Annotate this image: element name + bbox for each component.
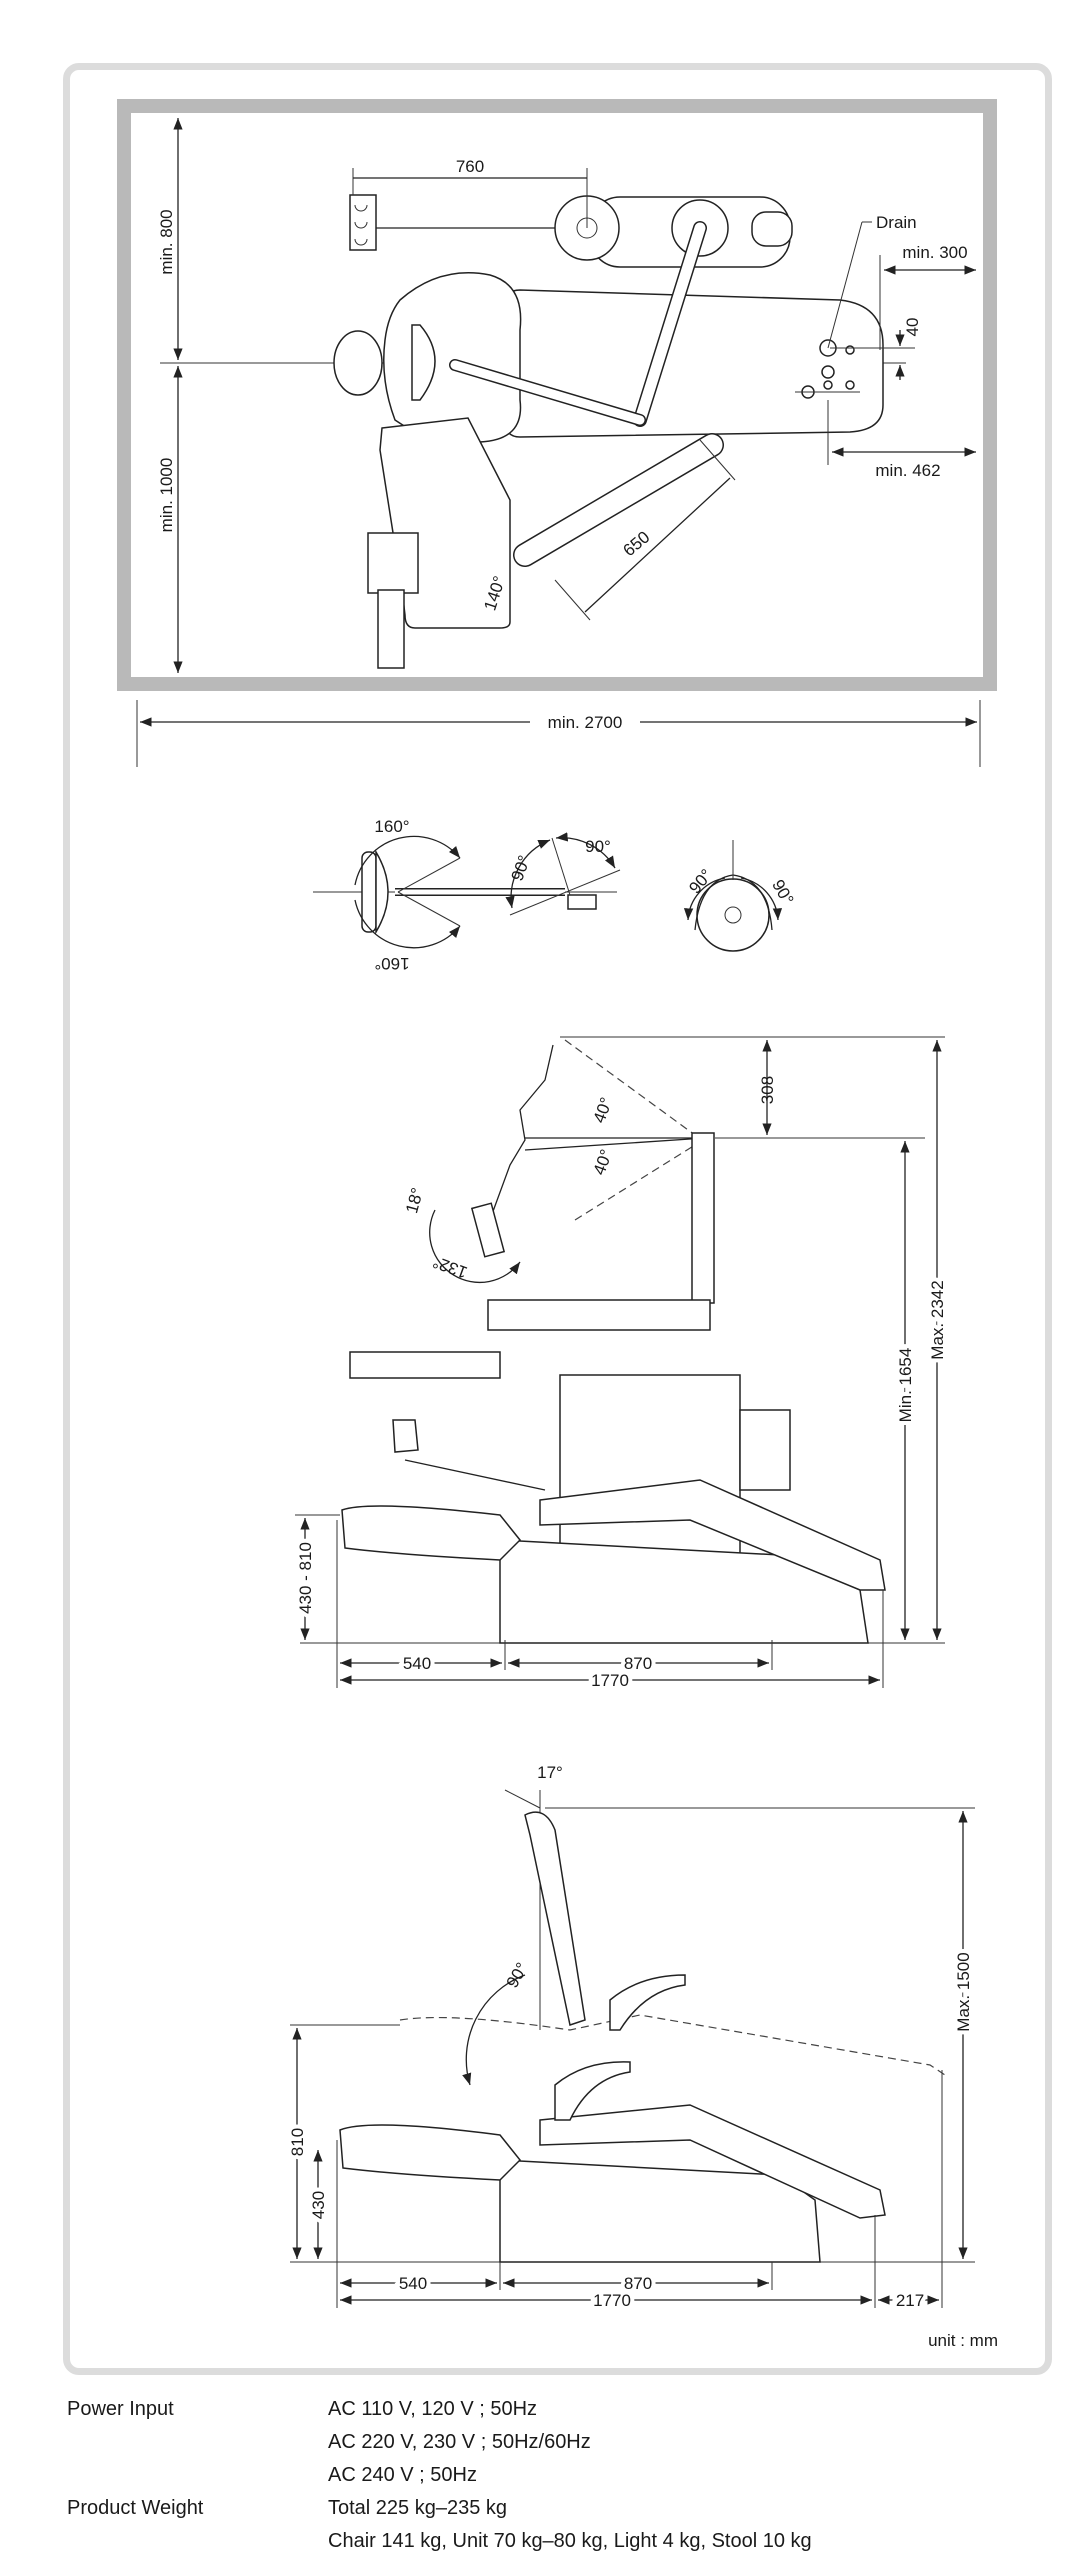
dim-max-2342: Max. 2342 — [928, 1280, 947, 1359]
angle-40-up: 40° — [590, 1095, 617, 1126]
diagram-card — [63, 63, 1052, 2375]
backrest — [539, 1479, 886, 1591]
plan-view: min. 800 min. 1000 760 Drain min. 300 40… — [117, 99, 997, 767]
spec-value: AC 220 V, 230 V ; 50Hz/60Hz — [328, 2431, 591, 2453]
dim-max-1500: Max. 1500 — [954, 1952, 973, 2031]
side-view-unit: 308 Min. 1654 Max. 2342 430 - 810 40° 40… — [292, 1036, 951, 1694]
spec-row-weight-cont: Chair 141 kg, Unit 70 kg–80 kg, Light 4 … — [67, 2525, 812, 2558]
unit-body — [559, 1374, 741, 1566]
angle-160-bottom: 160° — [374, 954, 409, 973]
dim-540: 540 — [403, 1654, 431, 1673]
angle-160-top: 160° — [374, 817, 409, 836]
spec-label: Product Weight — [67, 2497, 204, 2519]
chair-base — [499, 2159, 821, 2263]
drain-label: Drain — [876, 213, 917, 232]
angle-90: 90° — [503, 1959, 532, 1991]
dim-430-810: 430 - 810 — [296, 1542, 315, 1614]
room-frame — [117, 99, 997, 691]
angle-90-arm-left: 90° — [508, 853, 535, 884]
spec-value: AC 110 V, 120 V ; 50Hz — [328, 2398, 538, 2420]
dim-1770: 1770 — [593, 2291, 631, 2310]
assistant-holder — [377, 589, 405, 669]
instrument-tray — [349, 1351, 501, 1379]
light-arm — [487, 1044, 554, 1226]
dim-min-2700: min. 2700 — [548, 713, 623, 732]
instrument-holder — [349, 194, 377, 251]
light-pillar — [691, 1132, 715, 1304]
cuspidor — [739, 1409, 791, 1491]
spec-row-weight: Product Weight Total 225 kg–235 kg — [67, 2492, 812, 2525]
spec-label: Power Input — [67, 2398, 174, 2420]
drain-points — [795, 339, 860, 399]
angle-17: 17° — [537, 1763, 563, 1782]
backrest-reclined — [539, 2104, 886, 2219]
spec-value: Chair 141 kg, Unit 70 kg–80 kg, Light 4 … — [328, 2530, 812, 2552]
unit-label: unit : mm — [928, 2331, 998, 2350]
dim-1770: 1770 — [591, 1671, 629, 1690]
angle-132: 132° — [430, 1252, 470, 1282]
angle-90-head-right: 90° — [768, 876, 797, 908]
spec-row-power-cont: AC 220 V, 230 V ; 50Hz/60Hz — [67, 2426, 812, 2459]
side-view-chair: 17° 90° Max. 1500 810 430 540 870 1770 2… — [284, 1763, 998, 2350]
dim-min-300: min. 300 — [902, 243, 967, 262]
headrest — [383, 272, 522, 444]
armrest — [609, 1974, 686, 2031]
spec-row-power-cont: AC 240 V ; 50Hz — [67, 2459, 812, 2492]
spec-value: AC 240 V ; 50Hz — [328, 2464, 477, 2486]
spec-row-power: Power Input AC 110 V, 120 V ; 50Hz — [67, 2393, 812, 2426]
dim-810: 810 — [288, 2128, 307, 2156]
spec-value: Total 225 kg–235 kg — [328, 2497, 508, 2519]
dim-40: 40 — [903, 318, 922, 337]
dim-870: 870 — [624, 2274, 652, 2293]
swing-view: 160° 160° 90° 90° 90° 90° — [313, 817, 797, 973]
dim-430: 430 — [309, 2191, 328, 2219]
chair-body — [504, 289, 884, 438]
dim-870: 870 — [624, 1654, 652, 1673]
dim-540: 540 — [399, 2274, 427, 2293]
dim-min-800: min. 800 — [157, 209, 176, 274]
angle-40-down: 40° — [590, 1147, 617, 1178]
chair-base — [499, 1539, 869, 1644]
dim-min-462: min. 462 — [875, 461, 940, 480]
dim-308: 308 — [758, 1076, 777, 1104]
angle-18: 18° — [402, 1186, 427, 1216]
seat-and-legrest — [339, 2124, 522, 2181]
dim-760: 760 — [456, 157, 484, 176]
mirror — [392, 1419, 419, 1453]
control-panel — [367, 532, 419, 594]
dim-217: 217 — [896, 2291, 924, 2310]
backrest-upright — [524, 1811, 586, 2026]
specifications: Power Input AC 110 V, 120 V ; 50Hz AC 22… — [67, 2393, 812, 2558]
seat-and-legrest — [341, 1505, 522, 1561]
patient-head — [333, 330, 383, 396]
unit-beam — [487, 1299, 711, 1331]
dim-650: 650 — [619, 527, 653, 560]
light-head — [470, 1202, 506, 1258]
light-head — [411, 324, 436, 401]
dim-min-1000: min. 1000 — [157, 458, 176, 533]
angle-90-arm-right: 90° — [585, 837, 611, 856]
dim-min-1654: Min. 1654 — [896, 1348, 915, 1423]
